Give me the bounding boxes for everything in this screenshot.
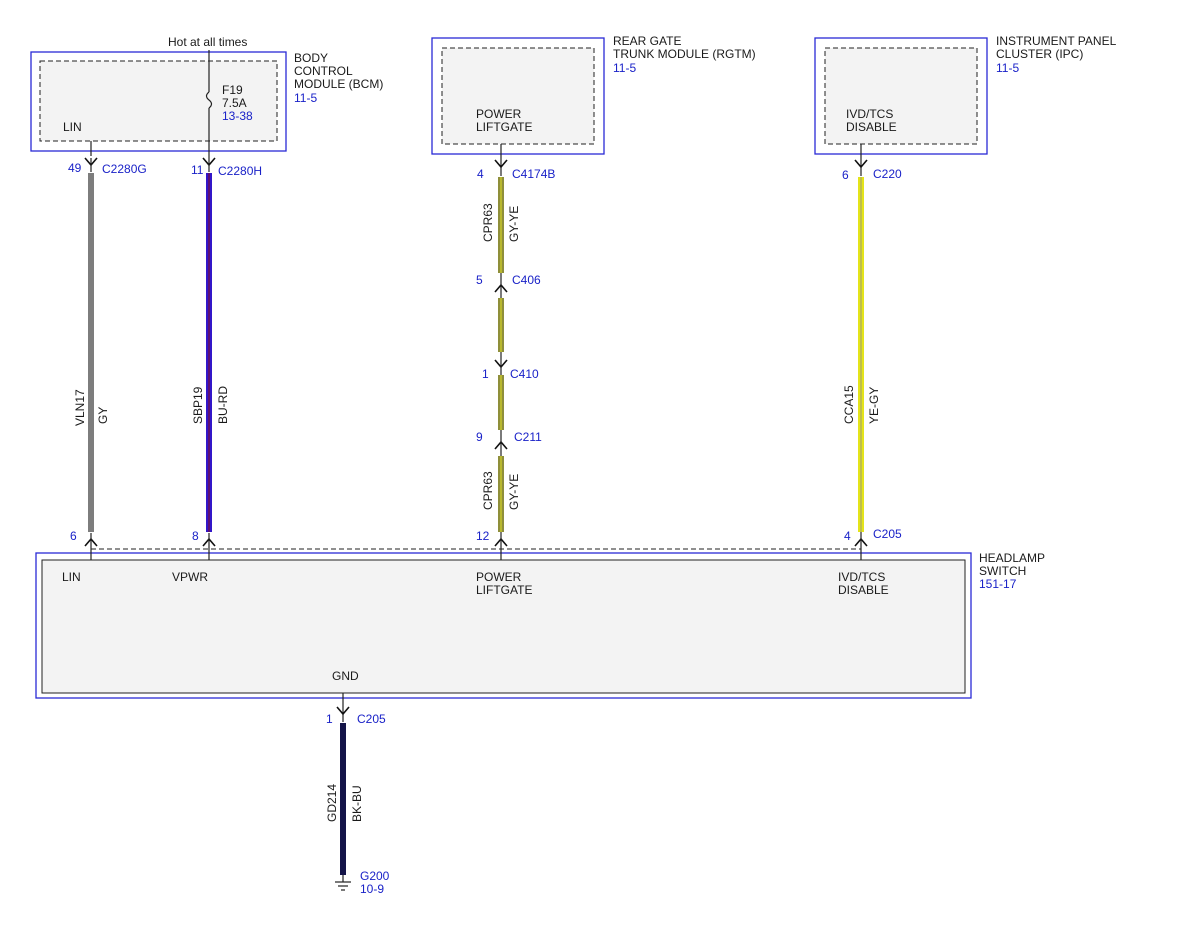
ivd-top-pin: 6 (842, 168, 849, 182)
headlamp-pin-vpwr: VPWR (172, 570, 208, 584)
fuse-icon (205, 91, 213, 109)
rgtm-ref[interactable]: 11-5 (613, 61, 636, 75)
ivd-color: YE-GY (867, 387, 881, 424)
ipc-name-line-2: CLUSTER (IPC) (996, 47, 1083, 61)
bcm-lin-label: LIN (63, 120, 82, 134)
headlamp-pin-gnd: GND (332, 669, 359, 683)
rgtm-name-line-2: TRUNK MODULE (RGTM) (613, 47, 756, 61)
ipc-pin-label-1: IVD/TCS (846, 107, 893, 121)
headlamp-pin-ivd-1: IVD/TCS (838, 570, 885, 584)
fuse-rating: 7.5A (222, 96, 247, 110)
lin-top-pin: 49 (68, 161, 82, 175)
power-inline1-conn[interactable]: C406 (512, 273, 541, 287)
ipc-module[interactable]: INSTRUMENT PANEL CLUSTER (IPC) 11-5 IVD/… (814, 34, 1117, 155)
bcm-ref[interactable]: 11-5 (294, 91, 317, 105)
fuse-name: F19 (222, 83, 243, 97)
headlamp-name-line-2: SWITCH (979, 564, 1026, 578)
power-seg3-circuit: CPR63 (481, 471, 495, 510)
power-inline3-conn[interactable]: C211 (514, 430, 542, 444)
ground-icon (335, 881, 351, 891)
wire-ivd-tcs[interactable]: 6 C220 4 C205 CCA15 YE-GY (842, 144, 902, 560)
headlamp-switch-module[interactable]: HEADLAMP SWITCH 151-17 LIN VPWR POWER LI… (35, 548, 1045, 699)
power-inline3-pin: 9 (476, 430, 483, 444)
bcm-name-line-1: BODY (294, 51, 328, 65)
ivd-bottom-conn[interactable]: C205 (873, 527, 902, 541)
lin-color: GY (96, 407, 110, 424)
ipc-ref[interactable]: 11-5 (996, 61, 1019, 75)
fuse-ref[interactable]: 13-38 (222, 109, 253, 123)
wire-lin[interactable]: 49 C2280G 6 VLN17 GY (68, 141, 147, 560)
headlamp-pin-ivd-2: DISABLE (838, 583, 889, 597)
headlamp-ref[interactable]: 151-17 (979, 577, 1017, 591)
headlamp-pin-power-2: LIFTGATE (476, 583, 532, 597)
ground-id[interactable]: G200 (360, 869, 390, 883)
gnd-pin: 1 (326, 712, 333, 726)
wire-power-liftgate[interactable]: 4 C4174B CPR63 GY-YE 5 C406 1 C410 9 C21… (476, 144, 555, 560)
lin-bottom-pin: 6 (70, 529, 77, 543)
gnd-color: BK-BU (350, 785, 364, 822)
ivd-bottom-pin: 4 (844, 529, 851, 543)
power-seg1-circuit: CPR63 (481, 203, 495, 242)
ipc-pin-label-2: DISABLE (846, 120, 897, 134)
vpwr-circuit: SBP19 (191, 386, 205, 424)
power-seg3-color: GY-YE (507, 474, 521, 510)
power-inline1-pin: 5 (476, 273, 483, 287)
lin-circuit: VLN17 (73, 389, 87, 426)
headlamp-pin-power-1: POWER (476, 570, 522, 584)
bcm-name-line-2: CONTROL (294, 64, 353, 78)
rgtm-pin-label-2: LIFTGATE (476, 120, 532, 134)
headlamp-pin-lin: LIN (62, 570, 81, 584)
headlamp-name-line-1: HEADLAMP (979, 551, 1045, 565)
power-seg1-color: GY-YE (507, 206, 521, 242)
bcm-name-line-3: MODULE (BCM) (294, 77, 383, 91)
rgtm-name-line-1: REAR GATE (613, 34, 681, 48)
rgtm-module[interactable]: REAR GATE TRUNK MODULE (RGTM) 11-5 POWER… (431, 34, 756, 155)
power-inline2-pin: 1 (482, 367, 489, 381)
vpwr-bottom-pin: 8 (192, 529, 199, 543)
ivd-top-conn[interactable]: C220 (873, 167, 902, 181)
ground-ref[interactable]: 10-9 (360, 882, 384, 896)
wire-vpwr[interactable]: 11 C2280H 8 SBP19 BU-RD (191, 151, 262, 560)
power-bottom-pin: 12 (476, 529, 490, 543)
bcm-module[interactable]: BODY CONTROL MODULE (BCM) 11-5 LIN (30, 51, 383, 152)
hot-at-all-times-label: Hot at all times (168, 35, 247, 49)
vpwr-top-conn[interactable]: C2280H (218, 164, 262, 178)
power-seg1-conn[interactable]: C4174B (512, 167, 555, 181)
wire-gnd-body (340, 723, 346, 875)
ipc-name-line-1: INSTRUMENT PANEL (996, 34, 1117, 48)
vpwr-color: BU-RD (216, 386, 230, 424)
ivd-circuit: CCA15 (842, 385, 856, 424)
gnd-conn[interactable]: C205 (357, 712, 386, 726)
gnd-circuit: GD214 (325, 784, 339, 822)
wire-gnd[interactable]: 1 C205 GD214 BK-BU G200 10-9 (325, 693, 390, 896)
power-inline2-conn[interactable]: C410 (510, 367, 539, 381)
lin-top-conn[interactable]: C2280G (102, 162, 147, 176)
vpwr-top-pin: 11 (191, 163, 204, 177)
wire-lin-body (88, 173, 94, 532)
rgtm-pin-label-1: POWER (476, 107, 522, 121)
power-seg1-pin: 4 (477, 167, 484, 181)
